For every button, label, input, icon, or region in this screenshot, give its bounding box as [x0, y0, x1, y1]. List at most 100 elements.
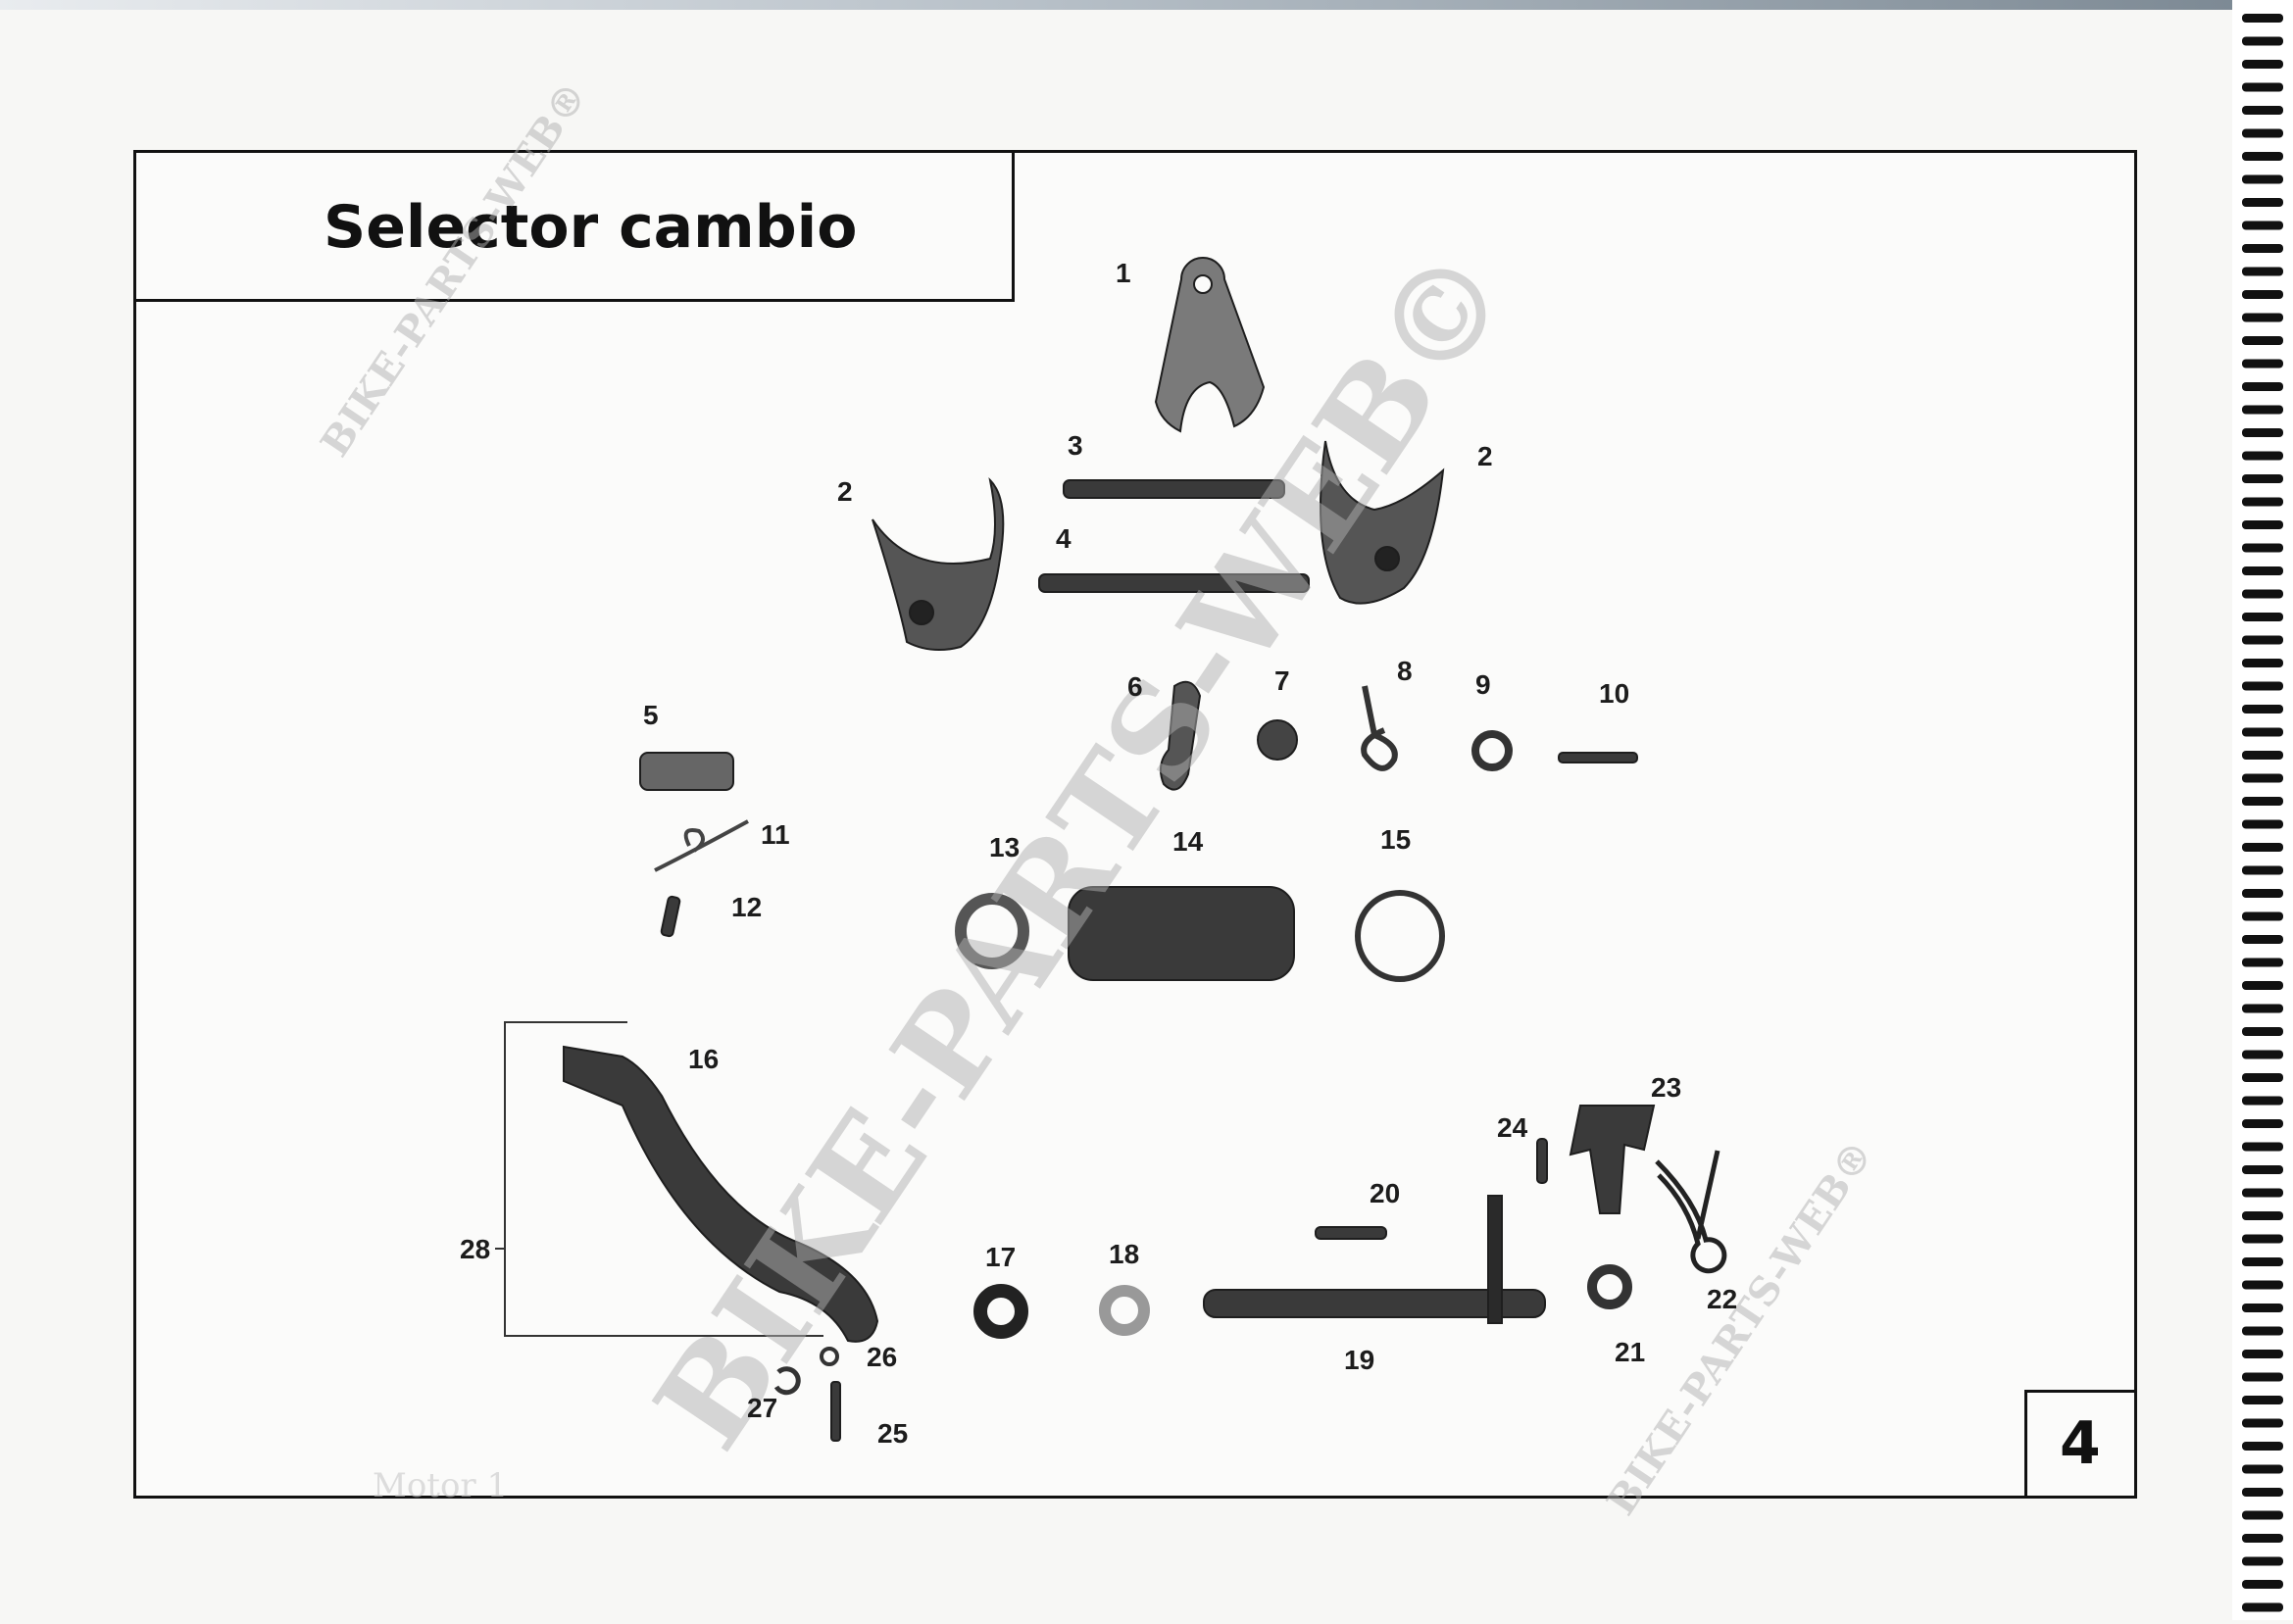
binding-coil: [2242, 1372, 2283, 1382]
binding-coil: [2242, 1188, 2283, 1198]
binding-coil: [2242, 497, 2283, 507]
binding-coil: [2242, 681, 2283, 691]
diagram-frame: [133, 150, 2137, 1499]
binding-coil: [2242, 865, 2283, 875]
binding-coil: [2242, 382, 2283, 391]
binding-coil: [2242, 1234, 2283, 1244]
binding-coil: [2242, 1418, 2283, 1428]
part-5-lever: [639, 752, 734, 791]
binding-coil: [2242, 1464, 2283, 1474]
label-24: 24: [1497, 1112, 1528, 1143]
binding-coil: [2242, 405, 2283, 415]
part-8-spring: [1361, 685, 1398, 771]
part-13-bearing: [955, 893, 1029, 969]
label-17: 17: [985, 1242, 1017, 1272]
label-4: 4: [1056, 523, 1072, 554]
label-19: 19: [1344, 1345, 1375, 1375]
binding-coil: [2242, 313, 2283, 322]
binding-coil: [2242, 152, 2283, 161]
binding-coil: [2242, 1602, 2283, 1612]
binding-coil: [2242, 1165, 2283, 1174]
part-12-screw: [660, 895, 681, 938]
binding-coil: [2242, 1280, 2283, 1290]
part-20-pin: [1315, 1226, 1387, 1240]
faded-bleed-text: Motor 1: [373, 1466, 509, 1505]
label-16: 16: [688, 1044, 720, 1074]
binding-coil: [2242, 336, 2283, 345]
part-19-shift-shaft: [1203, 1289, 1546, 1318]
binding-coil: [2242, 1488, 2283, 1497]
binding-coil: [2242, 1510, 2283, 1520]
binding-coils: [2242, 14, 2283, 1612]
binding-coil: [2242, 935, 2283, 944]
label-23: 23: [1651, 1072, 1682, 1103]
binding-coil: [2242, 1004, 2283, 1013]
label-15: 15: [1380, 824, 1412, 855]
label-2-left: 2: [837, 476, 853, 507]
part-26-washer: [820, 1347, 839, 1366]
binding-coil: [2242, 1326, 2283, 1336]
page-number-box: [2024, 1390, 2137, 1499]
binding-coil: [2242, 635, 2283, 645]
binding-coil: [2242, 60, 2283, 69]
binding-coil: [2242, 1350, 2283, 1358]
label-27: 27: [747, 1393, 778, 1423]
binding-coil: [2242, 428, 2283, 437]
binding-coil: [2242, 451, 2283, 461]
part-21-washer: [1587, 1264, 1632, 1309]
label-8: 8: [1397, 656, 1413, 686]
part-4-rod: [1038, 573, 1310, 593]
page-title: Selector cambio: [324, 193, 858, 262]
binding-coil: [2242, 14, 2283, 23]
part-6-cam-plate: [1159, 680, 1202, 791]
label-22: 22: [1707, 1284, 1738, 1314]
part-22-spring: [1655, 1150, 1727, 1274]
label-13: 13: [989, 832, 1021, 862]
label-5: 5: [643, 700, 659, 730]
spiral-binding: [2232, 0, 2293, 1620]
label-9: 9: [1475, 669, 1491, 700]
binding-coil: [2242, 1556, 2283, 1566]
binding-coil: [2242, 705, 2283, 714]
label-11: 11: [761, 819, 790, 850]
binding-coil: [2242, 727, 2283, 737]
binding-coil: [2242, 198, 2283, 207]
binding-coil: [2242, 751, 2283, 760]
binding-coil: [2242, 1580, 2283, 1589]
part-9-washer: [1471, 730, 1513, 771]
part-28-bracket-line: [495, 1021, 823, 1337]
binding-coil: [2242, 174, 2283, 184]
binding-coil: [2242, 1304, 2283, 1312]
label-28: 28: [460, 1234, 491, 1264]
part-16-gear-pedal: [563, 1045, 879, 1343]
label-10: 10: [1599, 678, 1630, 709]
binding-coil: [2242, 1096, 2283, 1106]
binding-coil: [2242, 82, 2283, 92]
binding-coil: [2242, 1257, 2283, 1266]
label-20: 20: [1370, 1178, 1401, 1208]
page-top-edge: [0, 0, 2293, 10]
binding-coil: [2242, 1534, 2283, 1543]
binding-coil: [2242, 359, 2283, 369]
label-3: 3: [1068, 430, 1083, 461]
part-3-rod: [1063, 479, 1285, 499]
binding-coil: [2242, 290, 2283, 299]
part-24-spring: [1536, 1138, 1548, 1184]
binding-coil: [2242, 474, 2283, 483]
binding-coil: [2242, 543, 2283, 553]
binding-coil: [2242, 244, 2283, 253]
label-2-right: 2: [1477, 441, 1493, 471]
part-25-bolt: [830, 1381, 841, 1442]
binding-coil: [2242, 911, 2283, 921]
label-7: 7: [1274, 665, 1290, 696]
binding-coil: [2242, 1211, 2283, 1220]
binding-coil: [2242, 520, 2283, 529]
part-11-spring: [654, 819, 749, 872]
part-2-shift-fork-right: [1320, 440, 1445, 605]
label-25: 25: [877, 1418, 909, 1449]
part-17-seal: [973, 1284, 1028, 1339]
part-18-washer: [1099, 1285, 1150, 1336]
label-12: 12: [731, 892, 763, 922]
binding-coil: [2242, 981, 2283, 990]
binding-coil: [2242, 128, 2283, 138]
